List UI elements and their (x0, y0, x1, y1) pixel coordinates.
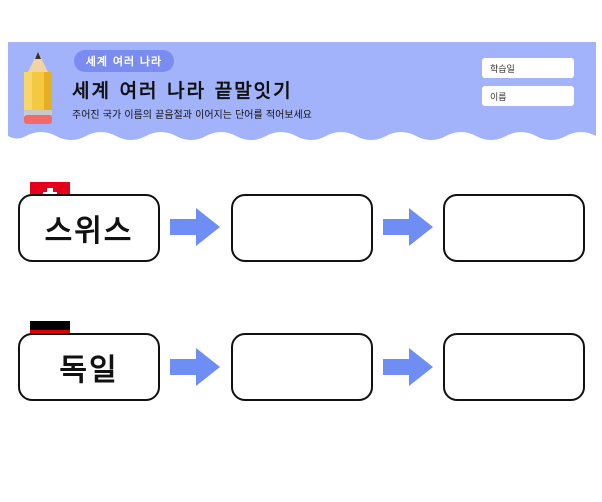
answer-box[interactable] (231, 194, 373, 262)
name-label: 이름 (490, 92, 507, 103)
arrow-right-icon (383, 348, 433, 386)
answer-box[interactable] (443, 333, 585, 401)
pencil-icon (24, 52, 52, 124)
country-word-box: 독일 (18, 333, 160, 401)
arrow-right-icon (170, 208, 220, 246)
study-date-field[interactable]: 학습일 (482, 58, 574, 78)
worksheet-instruction: 주어진 국가 이름의 끝음절과 이어지는 단어를 적어보세요 (72, 110, 312, 121)
study-date-label: 학습일 (490, 64, 515, 75)
category-badge: 세계 여러 나라 (74, 50, 174, 72)
country-word-box: 스위스 (18, 194, 160, 262)
answer-box[interactable] (443, 194, 585, 262)
arrow-right-icon (170, 348, 220, 386)
worksheet-header: 세계 여러 나라 세계 여러 나라 끝말잇기 주어진 국가 이름의 끝음절과 이… (8, 42, 596, 152)
answer-box[interactable] (231, 333, 373, 401)
worksheet-title: 세계 여러 나라 끝말잇기 (72, 80, 293, 102)
name-field[interactable]: 이름 (482, 86, 574, 106)
arrow-right-icon (383, 208, 433, 246)
